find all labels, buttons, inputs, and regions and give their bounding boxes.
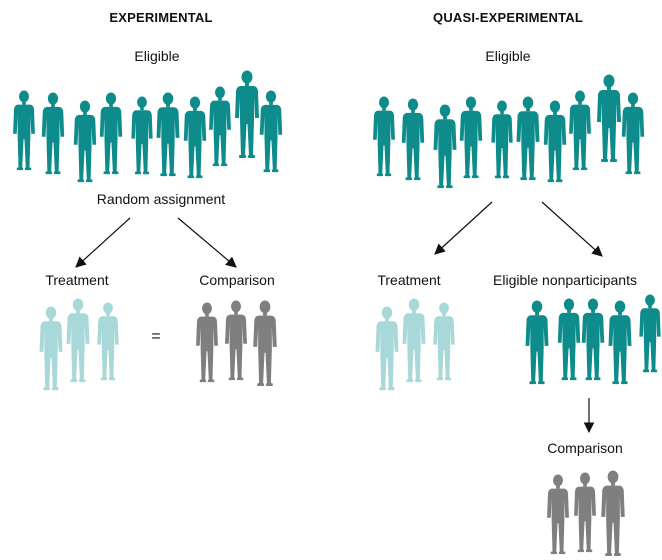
experimental-treatment-group bbox=[39, 298, 119, 391]
eligible-person bbox=[235, 70, 259, 158]
quasi-arrow-to-nonparticipants bbox=[541, 201, 603, 257]
treatment-person bbox=[375, 306, 399, 391]
quasi-treatment-label: Treatment bbox=[377, 272, 441, 288]
eligible-nonparticipants-label: Eligible nonparticipants bbox=[493, 272, 637, 288]
quasi-eligible-group bbox=[373, 74, 645, 189]
comparison-person bbox=[547, 474, 569, 555]
comparison-person bbox=[225, 300, 247, 381]
arrow-to-comparison bbox=[177, 217, 237, 268]
nonparticipants-group bbox=[525, 294, 661, 385]
nonparticipant-person bbox=[581, 298, 605, 381]
experimental-eligible-group bbox=[13, 70, 283, 183]
treatment-person bbox=[66, 298, 90, 383]
nonparticipant-person bbox=[639, 294, 661, 373]
random-assignment-label: Random assignment bbox=[96, 191, 226, 207]
quasi-experimental-title: QUASI-EXPERIMENTAL bbox=[433, 10, 583, 25]
experimental-title: EXPERIMENTAL bbox=[109, 10, 213, 25]
experimental-treatment-label: Treatment bbox=[45, 272, 109, 288]
equals-sign: = bbox=[151, 328, 161, 345]
eligible-person bbox=[516, 96, 540, 181]
treatment-person bbox=[433, 302, 455, 381]
eligible-person bbox=[156, 92, 180, 177]
eligible-person bbox=[543, 100, 567, 183]
quasi-treatment-group bbox=[375, 298, 455, 391]
experimental-comparison-label: Comparison bbox=[199, 272, 275, 288]
eligible-person bbox=[183, 96, 207, 179]
quasi-arrow-to-treatment bbox=[434, 201, 493, 255]
eligible-person bbox=[373, 96, 395, 177]
eligible-person bbox=[621, 92, 645, 175]
eligible-person bbox=[209, 86, 231, 167]
eligible-person bbox=[569, 90, 591, 171]
treatment-person bbox=[402, 298, 426, 383]
quasi-eligible-label: Eligible bbox=[485, 48, 531, 64]
treatment-person bbox=[39, 306, 63, 391]
experimental-comparison-group bbox=[196, 300, 277, 387]
treatment-person bbox=[97, 302, 119, 381]
nonparticipant-person bbox=[608, 300, 632, 385]
comparison-person bbox=[601, 470, 625, 557]
eligible-person bbox=[401, 98, 425, 181]
eligible-person bbox=[259, 90, 283, 173]
eligible-person bbox=[13, 90, 35, 171]
eligible-person bbox=[73, 100, 97, 183]
quasi-comparison-label: Comparison bbox=[547, 440, 623, 456]
comparison-person bbox=[574, 472, 596, 553]
eligible-person bbox=[459, 96, 483, 179]
eligible-person bbox=[41, 92, 65, 175]
nonparticipant-person bbox=[557, 298, 581, 381]
experimental-eligible-label: Eligible bbox=[134, 48, 180, 64]
eligible-person bbox=[433, 104, 457, 189]
comparison-person bbox=[196, 302, 218, 383]
eligible-person bbox=[131, 96, 153, 175]
eligible-person bbox=[99, 92, 123, 175]
eligible-person bbox=[491, 100, 513, 179]
nonparticipant-person bbox=[525, 300, 549, 385]
arrow-to-treatment bbox=[75, 217, 131, 268]
quasi-comparison-group bbox=[547, 470, 625, 557]
eligible-person bbox=[597, 74, 621, 162]
comparison-person bbox=[253, 300, 277, 387]
